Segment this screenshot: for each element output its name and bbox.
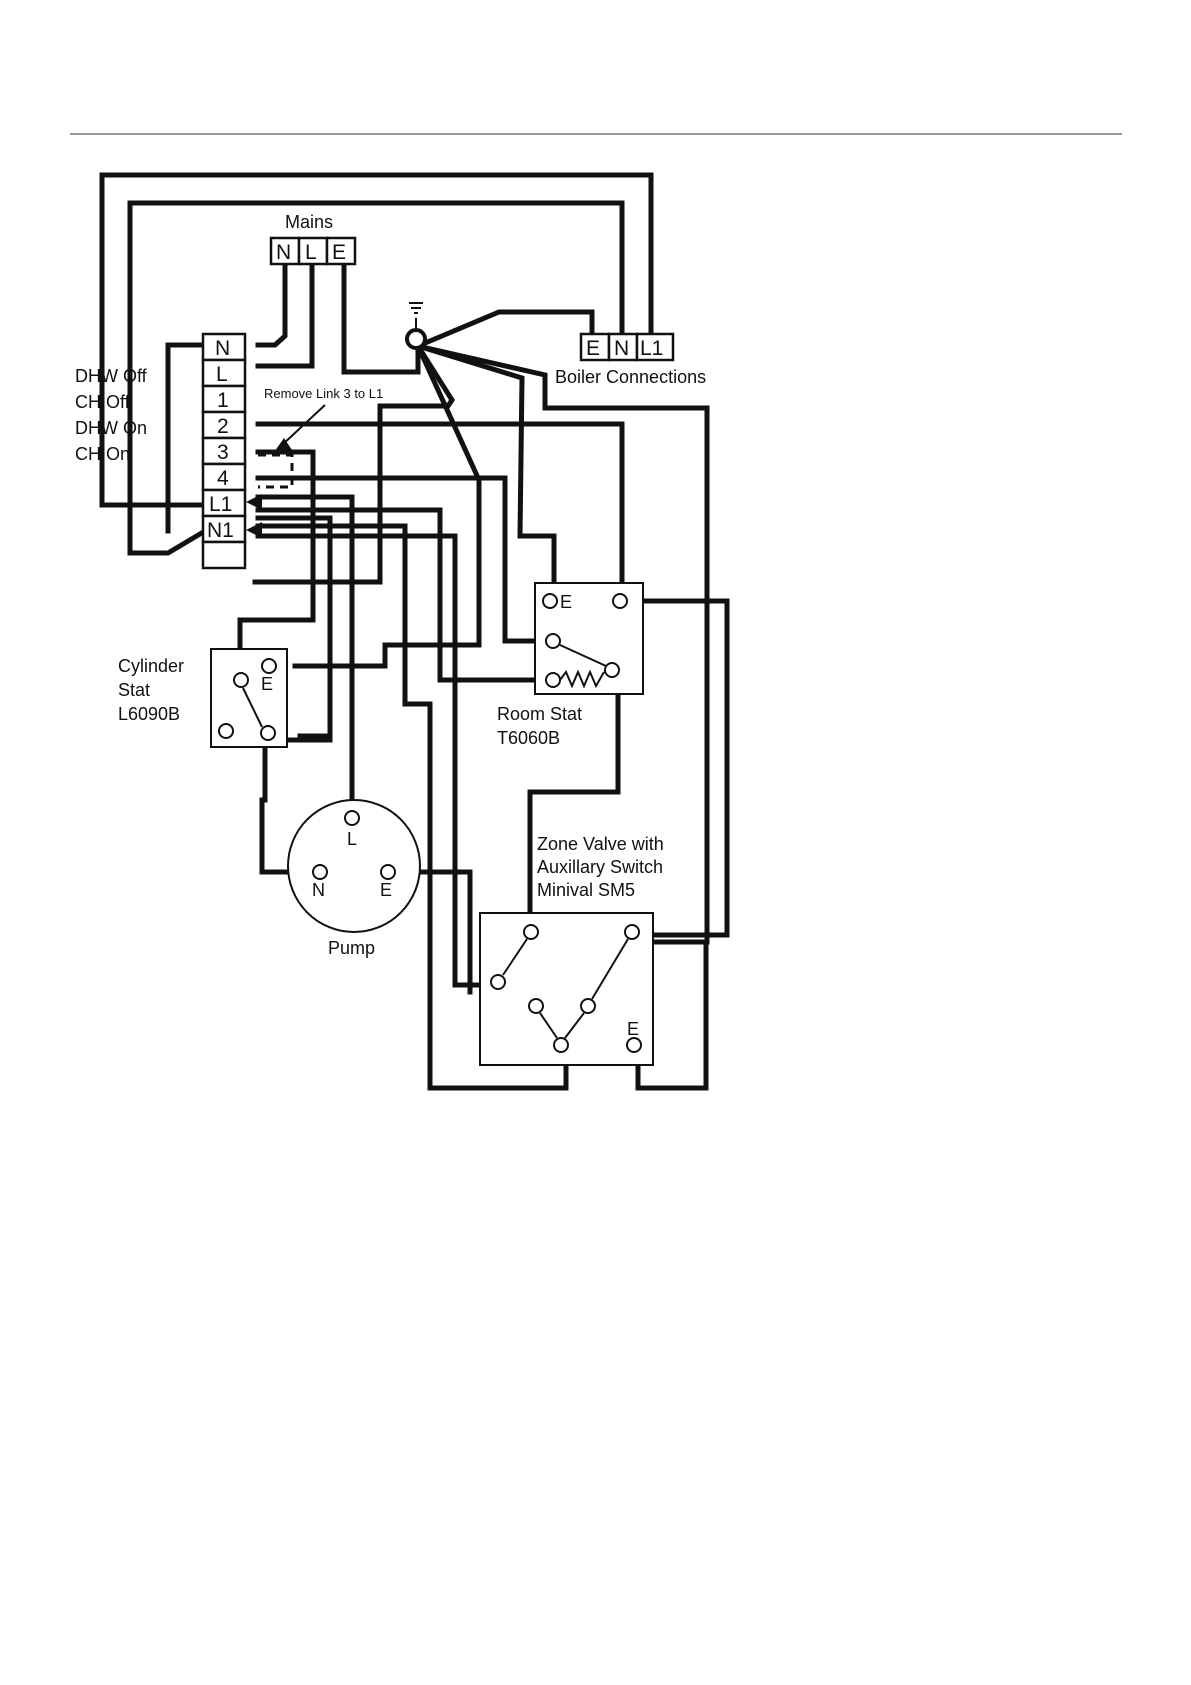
pump-terminal-n: N xyxy=(312,880,325,900)
cylinder-stat-line-1: Cylinder xyxy=(118,656,184,676)
room-stat-line-2: T6060B xyxy=(497,728,560,748)
cylinder-stat-line-2: Stat xyxy=(118,680,150,700)
mains-terminal-strip: Mains N L E xyxy=(271,212,355,264)
cylinder-stat-earth: E xyxy=(261,674,273,694)
room-stat-earth: E xyxy=(560,592,572,612)
boiler-terminal-l1: L1 xyxy=(640,337,663,360)
zone-valve: E Zone Valve with Auxillary Switch Miniv… xyxy=(480,834,664,1065)
mains-terminal-n: N xyxy=(276,241,291,264)
zone-valve-earth: E xyxy=(627,1019,639,1039)
mains-terminal-l: L xyxy=(305,241,317,264)
zone-valve-line-1: Zone Valve with xyxy=(537,834,664,854)
pump-terminal-l: L xyxy=(347,829,357,849)
programmer-labels: DHW Off CH Off DHW On CH On xyxy=(75,366,148,464)
link-note: Remove Link 3 to L1 xyxy=(264,386,383,401)
earth-icon xyxy=(407,303,425,348)
mains-title: Mains xyxy=(285,212,333,232)
pump-title: Pump xyxy=(328,938,375,958)
cylinder-stat: E Cylinder Stat L6090B xyxy=(118,649,287,747)
pump-terminal-e: E xyxy=(380,880,392,900)
boiler-terminal-e: E xyxy=(586,337,600,360)
pump: L N E Pump xyxy=(288,800,420,958)
tb-4: 4 xyxy=(217,467,229,490)
label-dhw-off: DHW Off xyxy=(75,366,148,386)
tb-n: N xyxy=(215,337,230,360)
cylinder-stat-line-3: L6090B xyxy=(118,704,180,724)
tb-l: L xyxy=(216,363,228,386)
boiler-connections: E N L1 Boiler Connections xyxy=(555,334,706,387)
label-ch-off: CH Off xyxy=(75,392,131,412)
label-dhw-on: DHW On xyxy=(75,418,147,438)
zone-valve-line-3: Minival SM5 xyxy=(537,880,635,900)
tb-3: 3 xyxy=(217,441,229,464)
boiler-title: Boiler Connections xyxy=(555,367,706,387)
tb-2: 2 xyxy=(217,415,229,438)
room-stat: E Room Stat T6060B xyxy=(497,583,643,748)
mains-terminal-e: E xyxy=(332,241,346,264)
zone-valve-line-2: Auxillary Switch xyxy=(537,857,663,877)
tb-1: 1 xyxy=(217,389,229,412)
tb-l1: L1 xyxy=(209,493,232,516)
boiler-terminal-n: N xyxy=(614,337,629,360)
label-ch-on: CH On xyxy=(75,444,130,464)
terminal-block: N L 1 2 3 4 L1 N1 xyxy=(203,334,245,568)
room-stat-line-1: Room Stat xyxy=(497,704,582,724)
tb-n1: N1 xyxy=(207,519,234,542)
